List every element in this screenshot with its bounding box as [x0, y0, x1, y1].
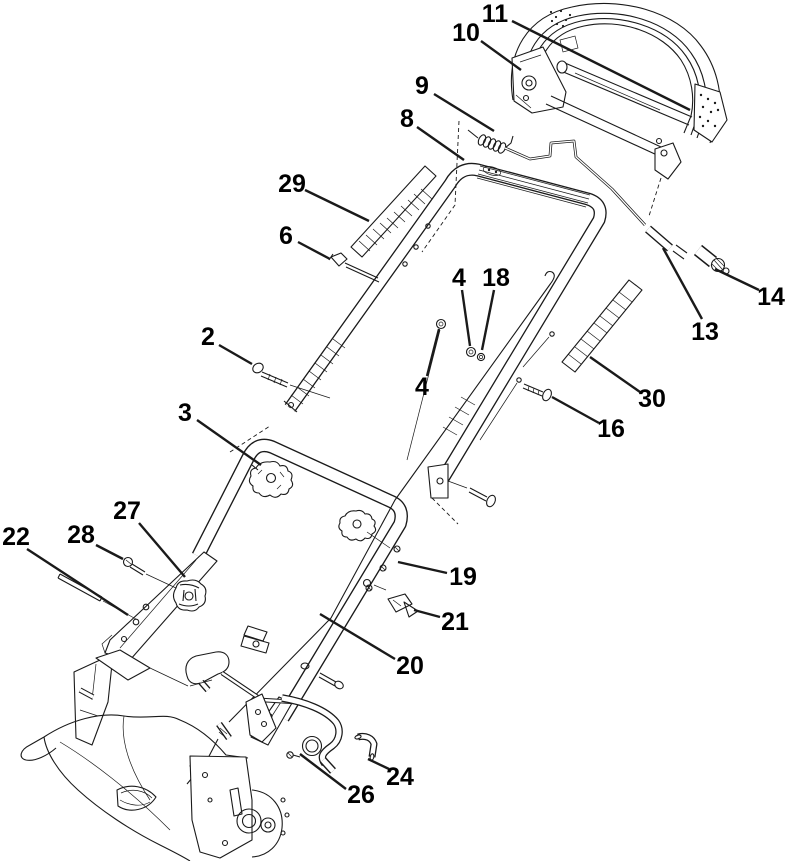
bolt-2	[252, 362, 331, 399]
leader-line	[297, 240, 331, 261]
callout-9: 9	[415, 72, 495, 133]
callout-number: 2	[201, 323, 215, 351]
callout-24: 24	[367, 757, 414, 791]
callout-number: 3	[178, 399, 192, 427]
leader-line	[95, 543, 124, 561]
bail-housing	[510, 2, 728, 180]
clip-6	[328, 252, 380, 283]
leader-line	[367, 757, 390, 771]
leader-line	[661, 247, 704, 320]
callout-13: 13	[661, 247, 719, 346]
callout-14: 14	[714, 267, 785, 311]
callout-28: 28	[67, 521, 124, 561]
leader-line	[319, 612, 396, 661]
callout-29: 29	[278, 170, 370, 223]
callout-number: 8	[400, 105, 414, 133]
callout-number: 21	[441, 608, 469, 636]
callout-11: 11	[482, 0, 691, 112]
callout-number: 4	[415, 373, 429, 401]
leader-line	[397, 560, 448, 575]
callout-4: 4	[452, 264, 472, 347]
callout-number: 28	[67, 521, 95, 549]
callout-4: 4	[415, 328, 441, 401]
tube-24	[354, 732, 378, 761]
callout-8: 8	[400, 105, 465, 161]
bolt-28	[122, 556, 177, 589]
knurl-texture	[549, 9, 720, 128]
wire-bail	[185, 651, 296, 705]
callout-number: 27	[113, 497, 141, 525]
leader-line	[413, 608, 441, 619]
callout-26: 26	[299, 753, 375, 809]
grip-pad-30	[561, 279, 643, 373]
callout-6: 6	[279, 222, 331, 261]
leader-line	[299, 753, 347, 790]
leader-line	[589, 356, 641, 393]
callout-number: 22	[2, 523, 30, 551]
grip-pad-29	[350, 165, 437, 258]
leader-line	[480, 40, 522, 71]
leader-line	[196, 419, 262, 466]
callout-19: 19	[397, 560, 477, 591]
knob-3b	[338, 509, 391, 549]
leader-line	[26, 547, 129, 617]
callout-20: 20	[319, 612, 424, 680]
leader-line	[425, 328, 441, 377]
callout-number: 9	[415, 72, 429, 100]
callout-10: 10	[452, 19, 522, 71]
callout-18: 18	[480, 264, 510, 351]
callout-number: 16	[597, 415, 625, 443]
leader-line	[433, 92, 495, 133]
callout-number: 20	[396, 652, 424, 680]
t-knob	[240, 625, 270, 654]
leader-line	[480, 289, 496, 351]
callout-21: 21	[413, 608, 469, 636]
callout-30: 30	[589, 356, 666, 413]
leader-line	[218, 343, 253, 366]
lower-handle-tube	[101, 438, 408, 746]
clip-21	[362, 578, 419, 618]
callout-number: 11	[482, 0, 509, 28]
callout-22: 22	[2, 523, 129, 617]
callout-number: 10	[452, 19, 480, 47]
callout-16: 16	[551, 395, 625, 443]
knob-3a	[248, 460, 294, 498]
diagram-artwork	[20, 2, 730, 861]
screw-16	[522, 383, 552, 402]
machine-body	[20, 649, 290, 861]
leader-line	[138, 522, 186, 578]
callout-27: 27	[113, 497, 186, 578]
nut-4b	[465, 346, 477, 358]
bolt-26	[286, 751, 301, 759]
callout-number: 6	[279, 222, 293, 250]
screw-16b	[447, 480, 496, 508]
callout-number: 18	[482, 264, 510, 292]
callout-number: 4	[452, 264, 466, 292]
callout-number: 24	[386, 763, 414, 791]
spring-9	[467, 129, 514, 154]
leader-line	[416, 126, 465, 161]
callout-number: 19	[449, 563, 477, 591]
callout-3: 3	[178, 399, 262, 466]
upper-handle-tube	[283, 162, 607, 499]
callout-number: 13	[691, 318, 719, 346]
leader-line	[551, 395, 600, 425]
callout-number: 29	[278, 170, 306, 198]
leader-line	[714, 267, 760, 292]
callout-number: 14	[757, 283, 785, 311]
leader-line	[460, 289, 472, 347]
nut-4a	[406, 318, 447, 461]
brace-tube	[281, 694, 343, 774]
callout-number: 30	[638, 385, 666, 413]
carriage-bolt	[318, 672, 344, 690]
leader-line	[511, 19, 691, 112]
washer-18	[476, 352, 486, 362]
cam-lever-27	[172, 579, 207, 612]
brake-cable	[504, 139, 730, 275]
callout-2: 2	[201, 323, 253, 366]
callout-number: 26	[347, 781, 375, 809]
leader-line	[304, 188, 370, 223]
